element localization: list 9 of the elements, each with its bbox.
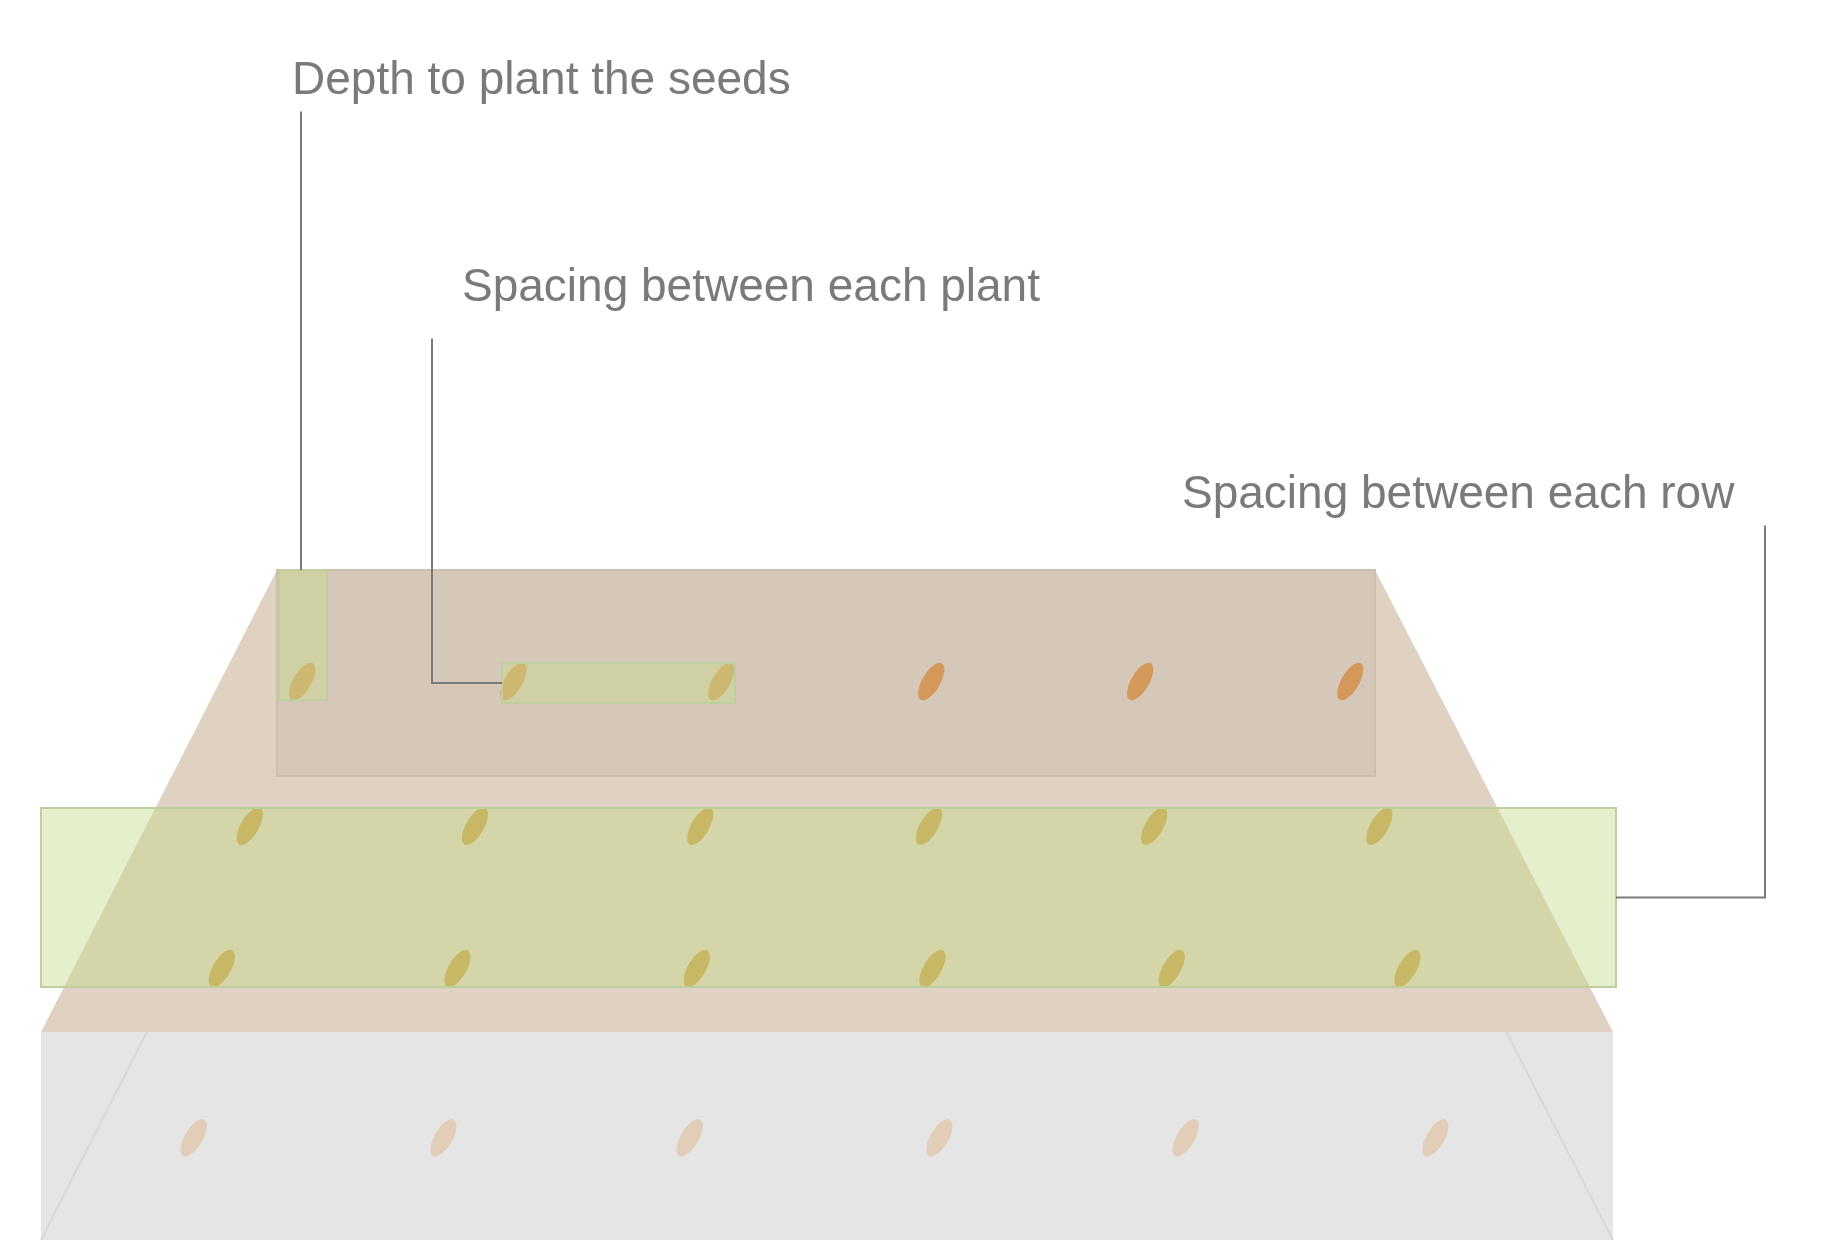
leader-line (431, 337, 503, 684)
leader-line (300, 110, 302, 571)
row-spacing-highlight (40, 807, 1617, 988)
callout-label: Depth to plant the seeds (292, 53, 791, 104)
leader-line (1615, 524, 1766, 899)
plant-spacing-highlight (501, 662, 736, 704)
callout-label: Spacing between each row (1182, 467, 1735, 518)
callout-label: Spacing between each plant (462, 260, 1040, 311)
depth-highlight (278, 569, 328, 701)
